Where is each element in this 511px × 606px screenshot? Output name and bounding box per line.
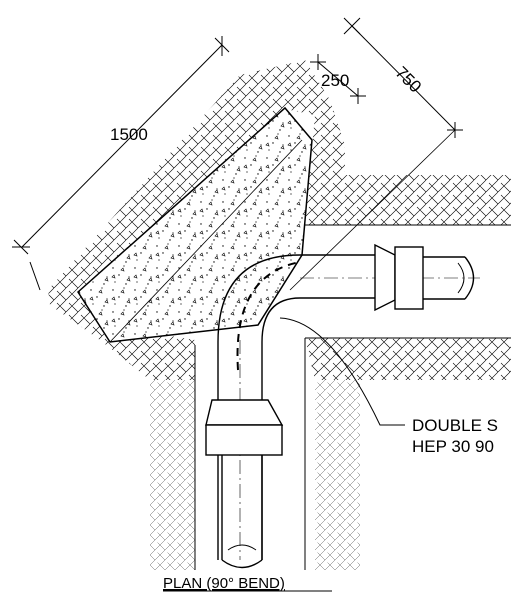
dimension-1500 <box>12 36 230 291</box>
dimension-750 <box>289 17 463 291</box>
horizontal-socket <box>374 243 475 312</box>
callout-line-1: DOUBLE S <box>412 416 498 435</box>
dimension-750-label: 750 <box>392 63 425 96</box>
callout-leader <box>279 317 405 426</box>
block-edge-line <box>109 139 303 343</box>
vertical-socket <box>205 399 284 569</box>
callout-line-2: HEP 30 90 <box>412 437 494 456</box>
drawing-title: PLAN (90° BEND) <box>163 575 285 592</box>
dimension-250-label: 250 <box>321 71 349 90</box>
dimension-250 <box>310 54 366 104</box>
trench-edges <box>194 224 511 570</box>
dimension-1500-label: 1500 <box>110 125 148 144</box>
